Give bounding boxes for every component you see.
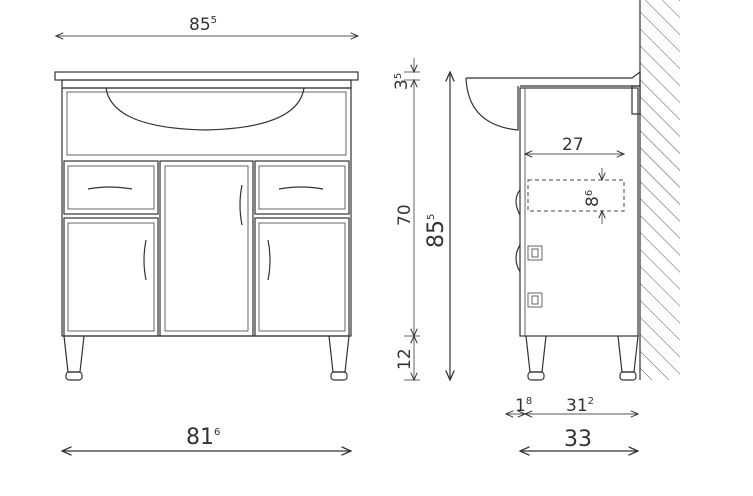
cabinet-body <box>61 87 352 337</box>
bottom-width-label: 816 <box>186 425 220 450</box>
countertop <box>54 71 359 81</box>
hinge-lower-icon <box>527 292 543 308</box>
front-view: 855 816 <box>54 15 359 451</box>
left-leg <box>63 335 85 373</box>
body-depth-label: 312 <box>566 396 594 416</box>
left-door-handle <box>143 239 147 281</box>
wall-hatching <box>640 0 680 380</box>
side-front-leg <box>525 335 547 373</box>
left-leg-foot <box>65 371 83 381</box>
left-door-panel <box>67 222 155 332</box>
hinge-upper-icon <box>527 245 543 261</box>
drawer-outline <box>527 179 625 212</box>
side-cabinet <box>519 87 639 337</box>
center-door-handle <box>239 184 243 226</box>
inner-depth-label: 27 <box>562 135 584 155</box>
side-view: 27 86 18 312 33 <box>465 0 680 452</box>
side-door-handle <box>515 244 521 273</box>
right-door-panel <box>258 222 346 332</box>
center-door-frame <box>159 160 254 337</box>
right-drawer-frame <box>254 160 350 215</box>
right-drawer-handle <box>278 186 324 190</box>
total-depth-label: 33 <box>564 427 592 452</box>
cabinet-height-label: 70 <box>395 204 415 226</box>
sink-thickness-label: 35 <box>392 73 412 90</box>
left-door-frame <box>63 217 159 337</box>
left-drawer-front <box>67 165 155 210</box>
left-drawer-handle <box>87 186 133 190</box>
top-panel <box>66 91 347 156</box>
right-door-frame <box>254 217 350 337</box>
wall-bracket <box>631 85 641 115</box>
basin-outline <box>105 87 305 131</box>
top-width-label: 855 <box>189 15 217 35</box>
right-leg <box>328 335 350 373</box>
height-dimensions: 35 70 12 855 <box>392 58 450 380</box>
side-offset-label: 18 <box>515 396 532 416</box>
right-drawer-front <box>258 165 346 210</box>
total-height-label: 855 <box>424 214 449 248</box>
right-leg-foot <box>330 371 348 381</box>
drawer-height-label: 86 <box>583 190 603 207</box>
center-door-panel <box>164 165 249 332</box>
side-drawer-handle <box>515 189 521 216</box>
side-sink-top <box>466 70 641 87</box>
right-door-handle <box>267 239 271 281</box>
leg-height-label: 12 <box>395 348 415 370</box>
countertop-edge <box>61 79 352 89</box>
left-drawer-frame <box>63 160 159 215</box>
side-basin <box>465 77 519 131</box>
side-back-leg <box>617 335 639 373</box>
